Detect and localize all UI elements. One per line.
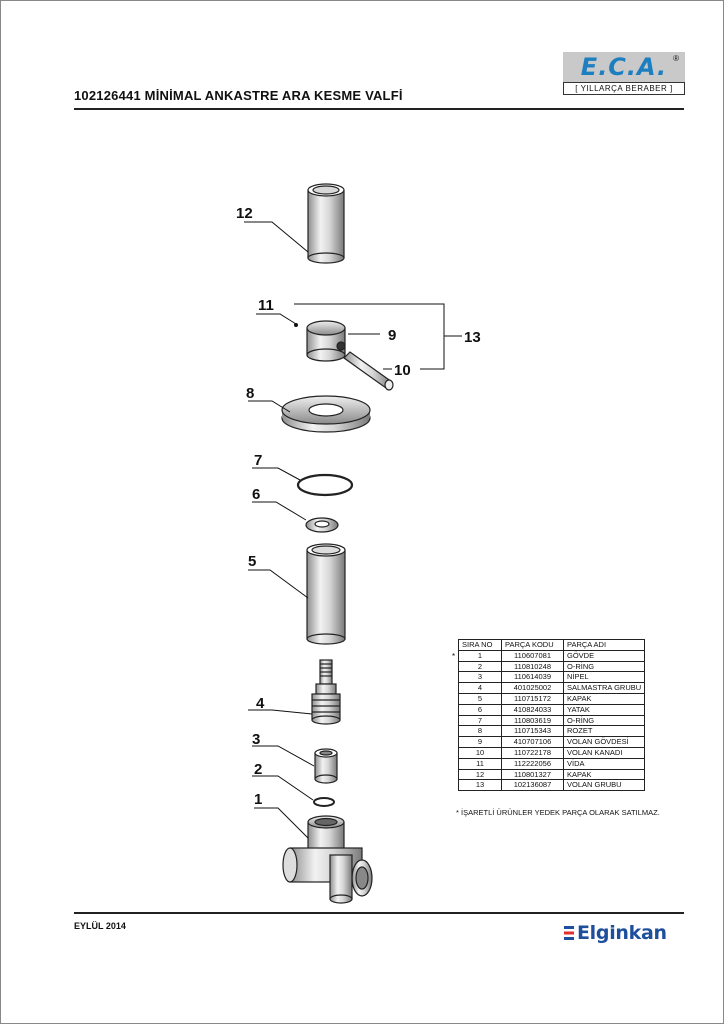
cell-code: 410707106 bbox=[501, 736, 564, 748]
callout-11: 11 bbox=[258, 297, 274, 314]
cell-no: 8 bbox=[458, 725, 502, 738]
cell-name: VİDA bbox=[562, 757, 646, 770]
table-header-row: SIRA NO PARÇA KODU PARÇA ADI bbox=[458, 639, 646, 651]
cell-no: 10 bbox=[458, 746, 502, 759]
cell-name: SALMASTRA GRUBU bbox=[562, 682, 646, 694]
spare-parts-note: * İŞARETLİ ÜRÜNLER YEDEK PARÇA OLARAK SA… bbox=[456, 808, 660, 817]
callout-6: 6 bbox=[252, 486, 260, 503]
cell-name: YATAK bbox=[562, 703, 646, 716]
cell-name: O-RİNG bbox=[562, 660, 646, 673]
cell-name: O-RİNG bbox=[562, 714, 646, 727]
part-2-o-ring bbox=[313, 797, 335, 807]
part-9-handle-body bbox=[306, 320, 346, 362]
cell-name: KAPAK bbox=[562, 692, 646, 705]
cell-name: NİPEL bbox=[562, 671, 646, 684]
cell-no: 7 bbox=[458, 714, 502, 727]
cell-name: GÖVDE bbox=[562, 649, 646, 662]
col-header-name: PARÇA ADI bbox=[562, 639, 646, 651]
cell-code: 110607081 bbox=[501, 649, 564, 662]
elginkan-logo-text: Elginkan bbox=[577, 922, 667, 944]
page-title: 102126441 MİNİMAL ANKASTRE ARA KESME VAL… bbox=[74, 88, 403, 103]
callout-1: 1 bbox=[254, 791, 262, 808]
cell-no: 12 bbox=[458, 768, 502, 781]
callout-13: 13 bbox=[464, 329, 481, 346]
cell-code: 110803619 bbox=[501, 714, 564, 727]
cell-code: 110614039 bbox=[501, 671, 564, 684]
cell-no: 3 bbox=[458, 671, 502, 684]
part-4-headwork bbox=[311, 659, 341, 725]
eca-slogan: [ YILLARÇA BERABER ] bbox=[563, 82, 685, 95]
cell-name: VOLAN GRUBU bbox=[562, 779, 646, 792]
col-header-no: SIRA NO bbox=[458, 639, 502, 651]
cell-code: 110801327 bbox=[501, 768, 564, 781]
registered-mark: ® bbox=[673, 54, 679, 63]
part-3-nipple bbox=[314, 748, 338, 784]
elginkan-logo: Elginkan bbox=[564, 922, 667, 944]
eca-logo: E.C.A. ® bbox=[563, 52, 685, 82]
cell-name: KAPAK bbox=[562, 768, 646, 781]
callout-3: 3 bbox=[252, 731, 260, 748]
cell-no: 6 bbox=[458, 703, 502, 716]
cell-no: 11 bbox=[458, 757, 502, 770]
callout-10: 10 bbox=[394, 362, 411, 379]
part-1-body bbox=[282, 815, 373, 904]
cell-no: 1 bbox=[458, 649, 502, 662]
footer-rule bbox=[74, 912, 684, 914]
cell-name: VOLAN KANADI bbox=[562, 746, 646, 759]
cell-no: 2 bbox=[458, 660, 502, 673]
cell-no: 13 bbox=[458, 779, 502, 792]
callout-2: 2 bbox=[254, 761, 262, 778]
cell-code: 110715172 bbox=[501, 692, 564, 705]
header-rule bbox=[74, 108, 684, 110]
part-10-handle-lever bbox=[343, 351, 394, 391]
part-8-rosette bbox=[281, 395, 371, 433]
cell-name: VOLAN GÖVDESİ bbox=[562, 736, 646, 748]
part-12-cap bbox=[307, 183, 345, 264]
callout-9: 9 bbox=[388, 327, 396, 344]
cell-no: 9 bbox=[458, 736, 502, 748]
cell-code: 112222056 bbox=[501, 757, 564, 770]
cell-code: 401025002 bbox=[501, 682, 564, 694]
part-6-bearing bbox=[305, 517, 339, 533]
callout-12: 12 bbox=[236, 205, 253, 222]
col-header-code: PARÇA KODU bbox=[501, 639, 564, 651]
eca-logo-text: E.C.A. bbox=[580, 53, 668, 81]
callout-7: 7 bbox=[254, 452, 262, 469]
cell-name: ROZET bbox=[562, 725, 646, 738]
part-7-o-ring bbox=[296, 473, 354, 497]
table-star-mark: * bbox=[452, 652, 456, 661]
cell-no: 4 bbox=[458, 682, 502, 694]
leader-lines bbox=[244, 221, 462, 839]
callout-8: 8 bbox=[246, 385, 254, 402]
footer-date: EYLÜL 2014 bbox=[74, 921, 126, 931]
cell-code: 102136087 bbox=[501, 779, 564, 792]
cell-code: 410824033 bbox=[501, 703, 564, 716]
callout-4: 4 bbox=[256, 695, 265, 712]
part-5-sleeve bbox=[306, 543, 346, 645]
cell-no: 5 bbox=[458, 692, 502, 705]
cell-code: 110722178 bbox=[501, 746, 564, 759]
callout-5: 5 bbox=[248, 553, 256, 570]
elginkan-mark-icon bbox=[564, 926, 574, 940]
cell-code: 110715343 bbox=[501, 725, 564, 738]
cell-code: 110810248 bbox=[501, 660, 564, 673]
